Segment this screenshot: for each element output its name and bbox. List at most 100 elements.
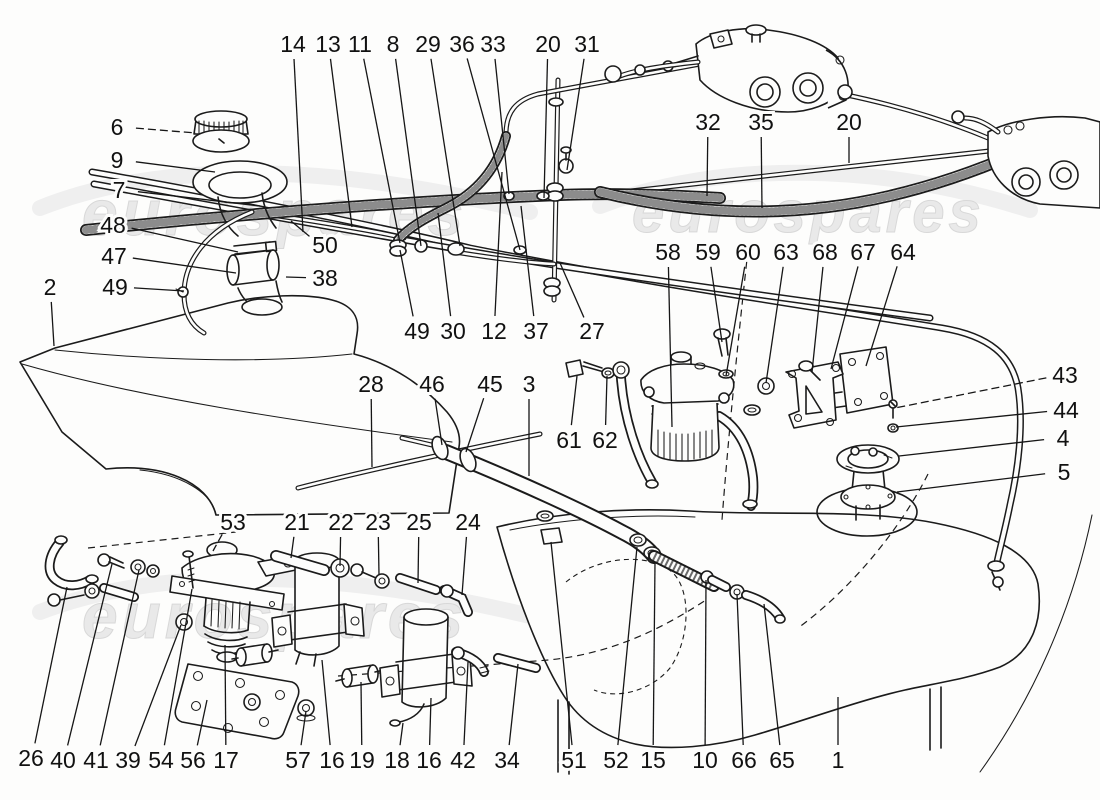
callout-33-label-6: 33: [480, 31, 506, 57]
callout-58-leader-26: [667, 266, 673, 428]
callout-43-label-33: 43: [1052, 362, 1078, 388]
callout-12-leader-23: [494, 171, 503, 317]
callout-15-label-65: 15: [640, 747, 666, 773]
callout-2-leader-18: [50, 301, 55, 347]
callout-66-label-67: 66: [731, 747, 757, 773]
callout-28-label-37: 28: [358, 371, 384, 397]
callout-3-label-40: 3: [523, 371, 536, 397]
callout-65-leader-68: [763, 603, 781, 746]
callout-64-leader-32: [865, 266, 898, 367]
callout-11-label-2: 11: [348, 31, 372, 57]
callout-14-leader-0: [293, 58, 304, 233]
callout-27-label-25: 27: [579, 318, 605, 344]
callout-45-leader-39: [465, 397, 485, 453]
callout-62-leader-42: [604, 375, 608, 426]
callout-56-label-54: 56: [180, 747, 206, 773]
pump-flange: [169, 575, 285, 611]
callout-40-leader-50: [66, 563, 113, 746]
callout-30-leader-22: [437, 212, 452, 317]
callout-16-leader-57: [321, 659, 331, 746]
callout-67-leader-31: [830, 266, 859, 370]
callout-68-leader-30: [811, 266, 824, 373]
callout-10-label-66: 10: [692, 747, 718, 773]
rubber-mounts: [231, 643, 385, 688]
callout-20-label-11: 20: [836, 109, 862, 135]
nut-44: [887, 423, 899, 433]
canister-2: [379, 608, 473, 727]
callout-36-leader-5: [466, 58, 521, 251]
callout-30-label-22: 30: [440, 318, 466, 344]
callout-48-leader-15: [131, 227, 239, 253]
callout-52-leader-64: [617, 546, 638, 746]
callout-49-label-21: 49: [404, 318, 430, 344]
callout-4-leader-35: [898, 438, 1045, 457]
callout-20-label-7: 20: [535, 31, 561, 57]
callout-15-leader-65: [652, 561, 656, 746]
fuel-sender-unit: [836, 444, 900, 521]
callout-58-label-26: 58: [655, 239, 681, 265]
braided-hoses: [80, 131, 1026, 245]
bolt-59: [713, 328, 731, 340]
callout-47-label-16: 47: [101, 243, 127, 269]
callout-46-leader-38: [434, 398, 443, 446]
nut-57: [296, 699, 316, 722]
callout-38-leader-20: [285, 276, 307, 279]
fuel-filter-assembly: [565, 328, 775, 511]
callout-35-leader-10: [760, 136, 763, 209]
callout-31-label-8: 31: [574, 31, 600, 57]
callout-11-leader-2: [363, 58, 401, 244]
callout-8-leader-3: [394, 58, 422, 247]
carburetor-left: [604, 24, 991, 141]
nut-51: [540, 527, 563, 545]
callout-37-leader-24: [520, 205, 535, 317]
callout-21-leader-44: [290, 536, 295, 559]
callout-50-label-19: 50: [312, 232, 338, 258]
banjo-bolt-40: [97, 553, 111, 567]
callout-54-label-53: 54: [148, 747, 174, 773]
callout-7-label-14: 7: [113, 177, 126, 203]
callout-5-leader-36: [896, 473, 1046, 493]
callout-16-label-57: 16: [319, 747, 345, 773]
callout-59-leader-27: [710, 266, 723, 343]
grommet-51: [536, 510, 554, 522]
callout-16-leader-60: [428, 697, 432, 746]
callout-62-label-42: 62: [592, 427, 618, 453]
callout-9-leader-13: [135, 161, 216, 173]
callout-6-leader-12: [135, 127, 197, 134]
callout-36-label-5: 36: [449, 31, 475, 57]
callout-13-label-1: 13: [315, 31, 341, 57]
callout-14-label-0: 14: [280, 31, 306, 57]
callout-32-label-9: 32: [695, 109, 721, 135]
callout-51-leader-63: [550, 541, 573, 746]
callout-59-label-27: 59: [695, 239, 721, 265]
fuel-pump-assembly: [169, 541, 301, 663]
callout-61-leader-41: [570, 375, 578, 426]
callout-35-label-10: 35: [748, 109, 774, 135]
callout-leaders: [34, 58, 1048, 747]
callout-26-leader-49: [34, 586, 68, 744]
callout-5-label-36: 5: [1058, 459, 1071, 485]
callout-44-label-34: 44: [1053, 397, 1079, 423]
callout-25-label-47: 25: [406, 509, 432, 535]
callout-39-label-52: 39: [115, 747, 141, 773]
callout-49-label-17: 49: [102, 274, 128, 300]
callout-68-label-30: 68: [812, 239, 838, 265]
callout-27-leader-25: [559, 262, 585, 318]
rubber-sleeve: [232, 249, 274, 286]
callout-63-leader-29: [765, 266, 784, 384]
callout-12-label-23: 12: [481, 318, 507, 344]
callout-25-leader-47: [417, 536, 420, 584]
callout-17-leader-55: [224, 644, 227, 746]
callout-41-label-51: 41: [83, 747, 109, 773]
mounting-plate-64: [839, 346, 894, 414]
callout-16-label-60: 16: [416, 747, 442, 773]
callout-57-leader-56: [300, 710, 307, 746]
callout-60-leader-28: [725, 266, 746, 377]
callout-60-label-28: 60: [735, 239, 761, 265]
callout-26-label-49: 26: [18, 745, 44, 771]
inlet-hose-fittings: [44, 535, 160, 607]
callout-40-label-50: 40: [50, 747, 76, 773]
callout-1-label-69: 1: [832, 747, 845, 773]
callout-39-leader-52: [134, 624, 182, 747]
